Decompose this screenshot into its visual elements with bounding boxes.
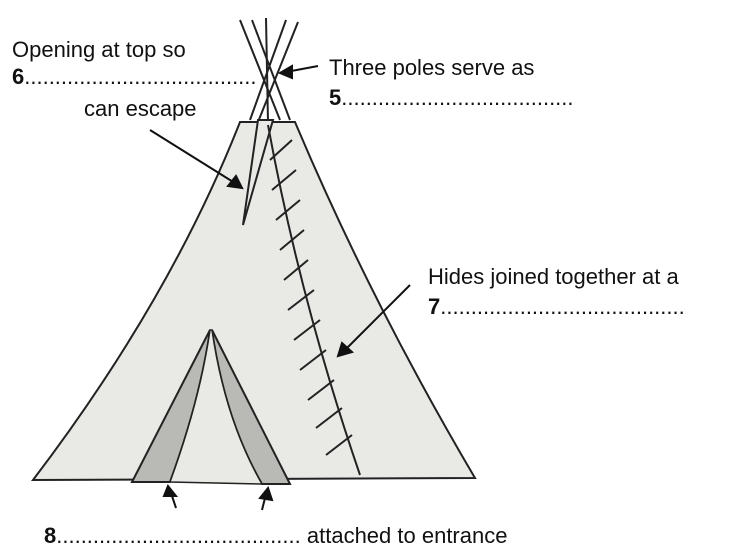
label-q7-line1: Hides joined together at a: [428, 264, 679, 290]
question-number-7: 7: [428, 294, 440, 319]
label-q5-line1: Three poles serve as: [329, 55, 534, 81]
answer-blank-5[interactable]: ......................................: [341, 85, 573, 110]
label-q7-answer: 7.......................................…: [428, 294, 685, 320]
question-number-8: 8: [44, 523, 56, 548]
label-q6-line2: can escape: [84, 96, 197, 122]
question-number-6: 6: [12, 64, 24, 89]
question-number-5: 5: [329, 85, 341, 110]
label-q5-answer: 5......................................: [329, 85, 574, 111]
answer-blank-6[interactable]: ......................................: [24, 64, 256, 89]
label-q6-answer: 6......................................: [12, 64, 257, 90]
label-q8-text: attached to entrance: [307, 523, 508, 548]
answer-blank-8[interactable]: ........................................: [56, 523, 301, 548]
label-q6-line1: Opening at top so: [12, 37, 186, 63]
answer-blank-7[interactable]: ........................................: [440, 294, 685, 319]
label-q8: 8.......................................…: [44, 523, 507, 549]
